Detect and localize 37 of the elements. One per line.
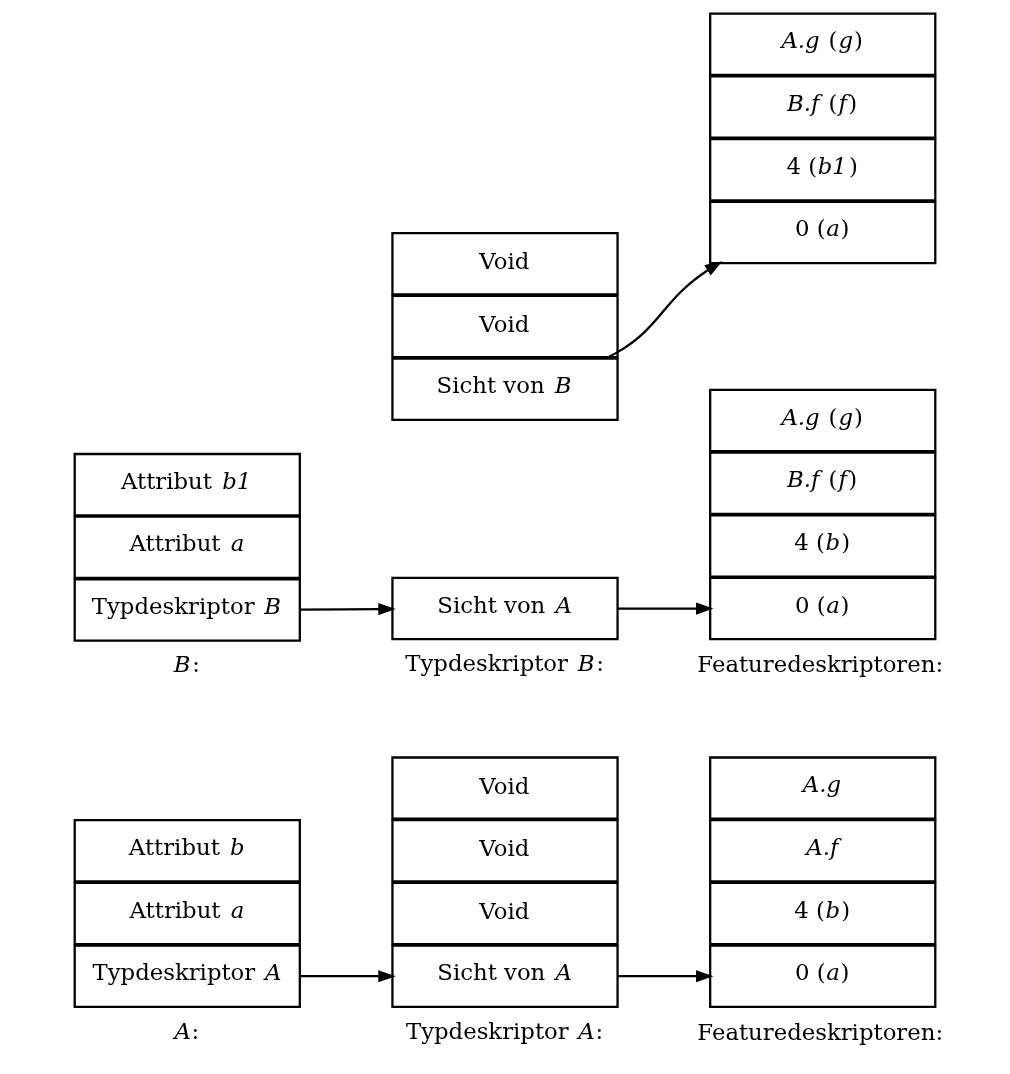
node-box: Sicht von A: [391, 576, 619, 641]
node-box: B.f (f): [709, 75, 937, 139]
label: Featuredeskriptoren:: [697, 1019, 944, 1046]
node-box: Sicht von A: [391, 944, 619, 1008]
node-box: Void: [391, 881, 619, 946]
label: B:: [173, 651, 200, 678]
node-box: 4 (b): [709, 514, 937, 578]
arrow: [605, 261, 723, 360]
node-box: Attribut b1: [73, 452, 301, 517]
arrow: [300, 970, 396, 983]
node-box: Typdeskriptor A: [73, 944, 301, 1008]
node-box: 4 (b1): [709, 137, 937, 202]
label: A:: [174, 1017, 200, 1044]
node-box: Attribut a: [73, 881, 301, 946]
arrow: [617, 602, 714, 615]
label: Featuredeskriptoren:: [697, 651, 944, 678]
node-box: Void: [391, 819, 619, 883]
node-box: A.f: [709, 819, 937, 883]
arrow: [300, 603, 396, 616]
node-box: Sicht von B: [391, 357, 619, 421]
label: Typdeskriptor A:: [405, 1017, 604, 1044]
node-box: Void: [391, 232, 619, 296]
node-box: Typdeskriptor B: [73, 578, 301, 642]
node-box: A.g (g): [709, 388, 937, 453]
node-box: Attribut b: [73, 819, 301, 883]
node-box: Void: [391, 294, 619, 359]
node-box: A.g: [709, 756, 937, 820]
node-box: 0 (a): [709, 200, 937, 265]
node-box: 0 (a): [709, 944, 937, 1008]
node-box: B.f (f): [709, 451, 937, 515]
arrow: [617, 970, 714, 983]
node-box: 4 (b): [709, 881, 937, 946]
node-box: Void: [391, 756, 619, 820]
node-box: Attribut a: [73, 515, 301, 580]
label: Typdeskriptor B:: [405, 650, 604, 677]
node-box: 0 (a): [709, 576, 937, 641]
node-box: A.g (g): [709, 12, 937, 77]
